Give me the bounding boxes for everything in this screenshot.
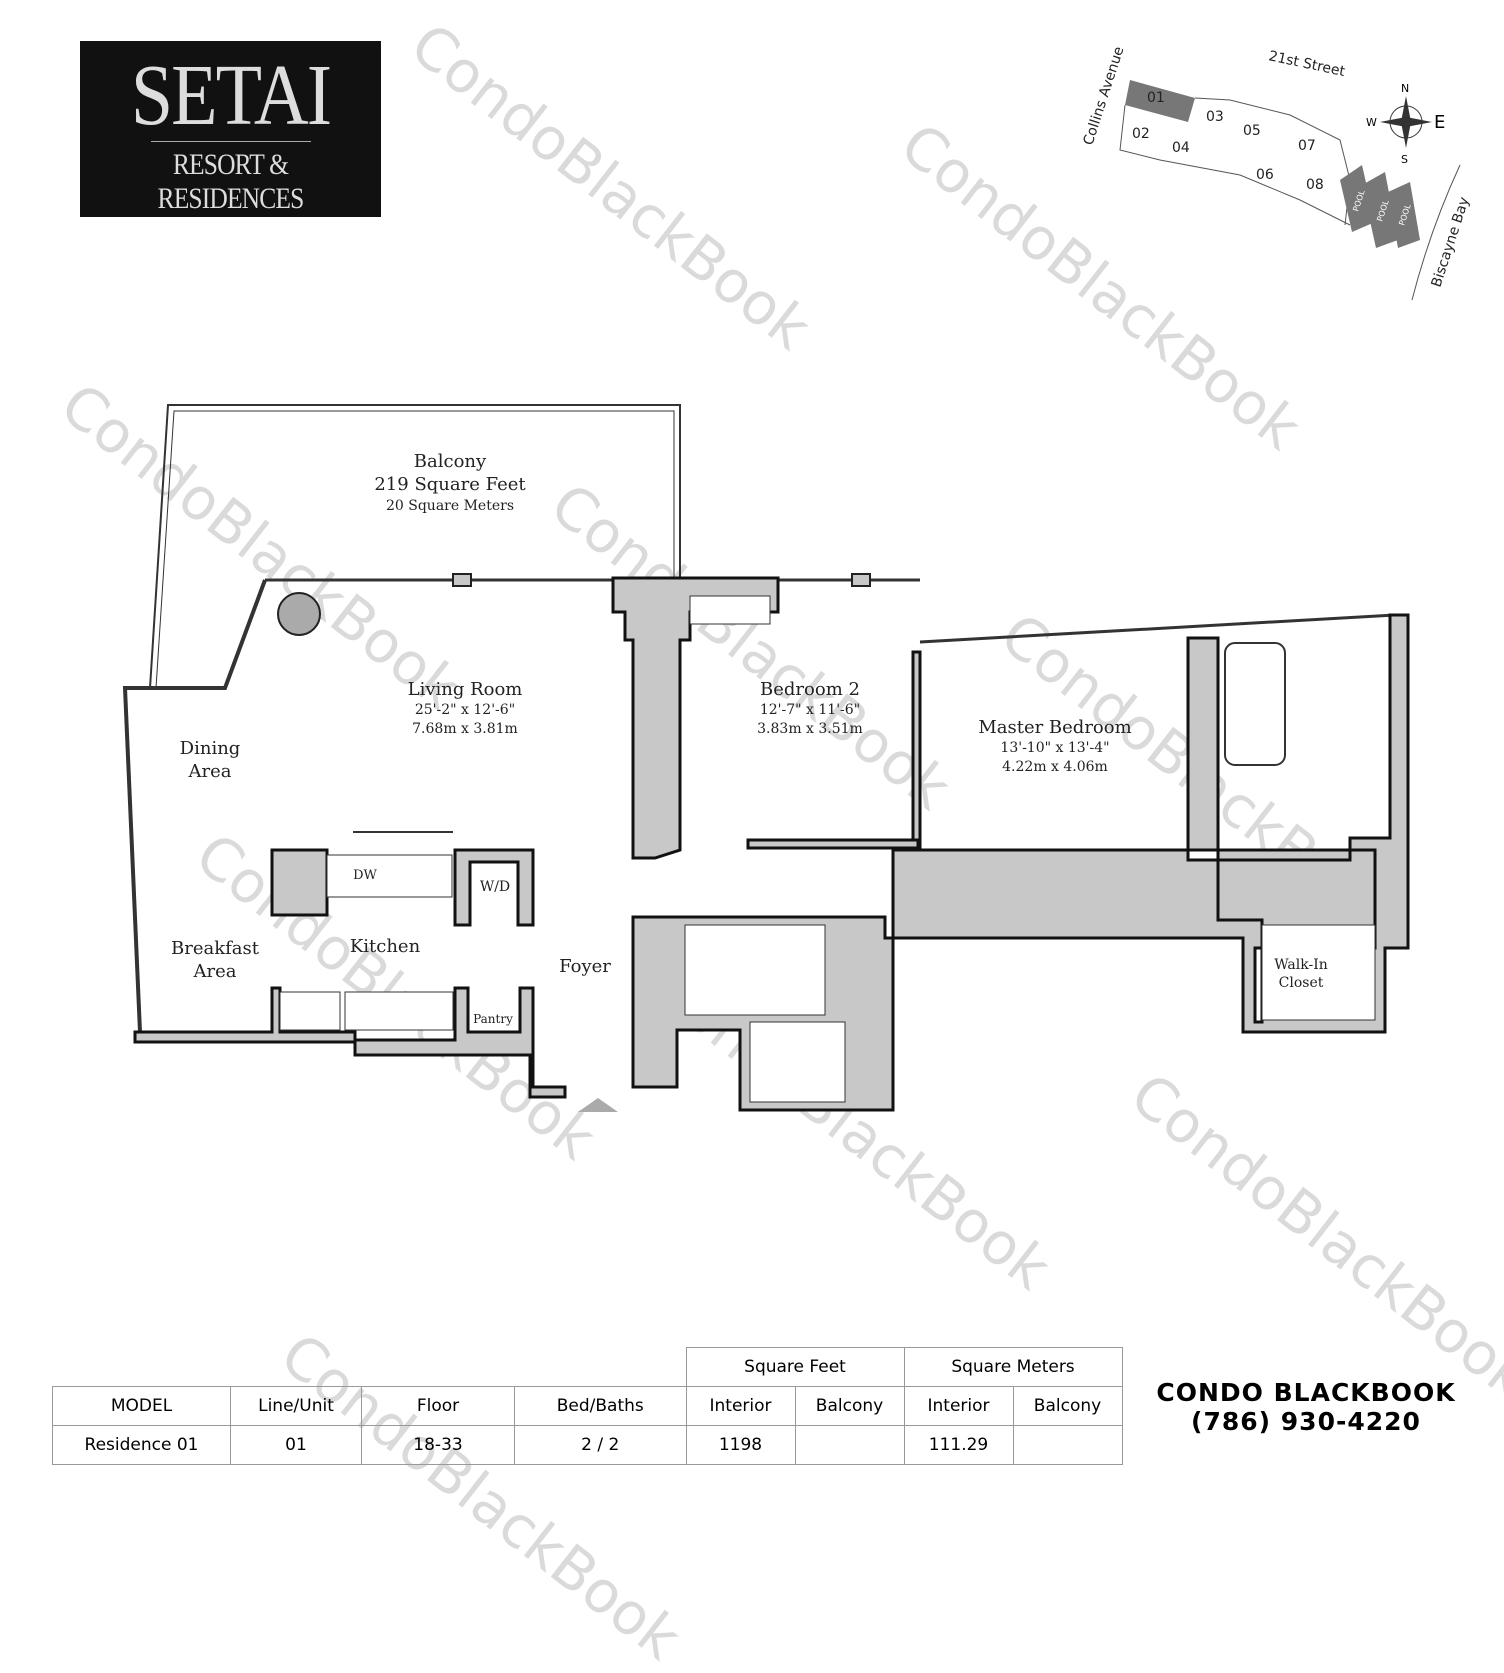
setai-logo: SETAI RESORT & RESIDENCES bbox=[80, 41, 381, 217]
svg-text:Collins Avenue: Collins Avenue bbox=[1081, 45, 1128, 148]
svg-text:04: 04 bbox=[1172, 140, 1190, 156]
svg-text:05: 05 bbox=[1243, 123, 1261, 139]
square-feet-header: Square Feet bbox=[685, 1347, 905, 1387]
square-meters-header: Square Meters bbox=[903, 1347, 1123, 1387]
svg-text:E: E bbox=[1434, 112, 1445, 133]
svg-text:01: 01 bbox=[1147, 90, 1165, 106]
floor-plan: 01 02 03 04 05 06 07 08 21st Street Coll… bbox=[122, 45, 1473, 1112]
condo-blackbook-brand: CONDO BLACKBOOK (786) 930-4220 bbox=[1142, 1378, 1470, 1436]
svg-text:02: 02 bbox=[1132, 126, 1150, 142]
pantry-label: Pantry bbox=[473, 1012, 513, 1026]
svg-text:Biscayne Bay: Biscayne Bay bbox=[1429, 195, 1473, 289]
svg-text:08: 08 bbox=[1306, 177, 1324, 193]
dishwasher-label: DW bbox=[353, 868, 377, 883]
foyer-label: Foyer bbox=[559, 956, 611, 977]
logo-title: SETAI bbox=[130, 46, 332, 144]
kitchen-label: Kitchen bbox=[349, 936, 421, 957]
unit-01-highlight bbox=[1125, 80, 1195, 122]
entry-arrow-icon bbox=[578, 1098, 618, 1112]
svg-text:06: 06 bbox=[1256, 167, 1274, 183]
site-map: 01 02 03 04 05 06 07 08 21st Street Coll… bbox=[1081, 45, 1473, 301]
brand-name: CONDO BLACKBOOK bbox=[1156, 1378, 1456, 1407]
logo-subtitle: RESORT & RESIDENCES bbox=[157, 148, 305, 215]
svg-text:21st Street: 21st Street bbox=[1267, 48, 1347, 80]
brand-phone: (786) 930-4220 bbox=[1191, 1407, 1421, 1436]
compass-icon: N S E W bbox=[1366, 82, 1445, 166]
svg-text:S: S bbox=[1401, 153, 1408, 166]
svg-text:N: N bbox=[1401, 82, 1409, 95]
svg-text:07: 07 bbox=[1298, 138, 1316, 154]
svg-text:03: 03 bbox=[1206, 109, 1224, 125]
svg-text:W: W bbox=[1366, 116, 1377, 129]
washer-dryer-label: W/D bbox=[479, 879, 511, 895]
